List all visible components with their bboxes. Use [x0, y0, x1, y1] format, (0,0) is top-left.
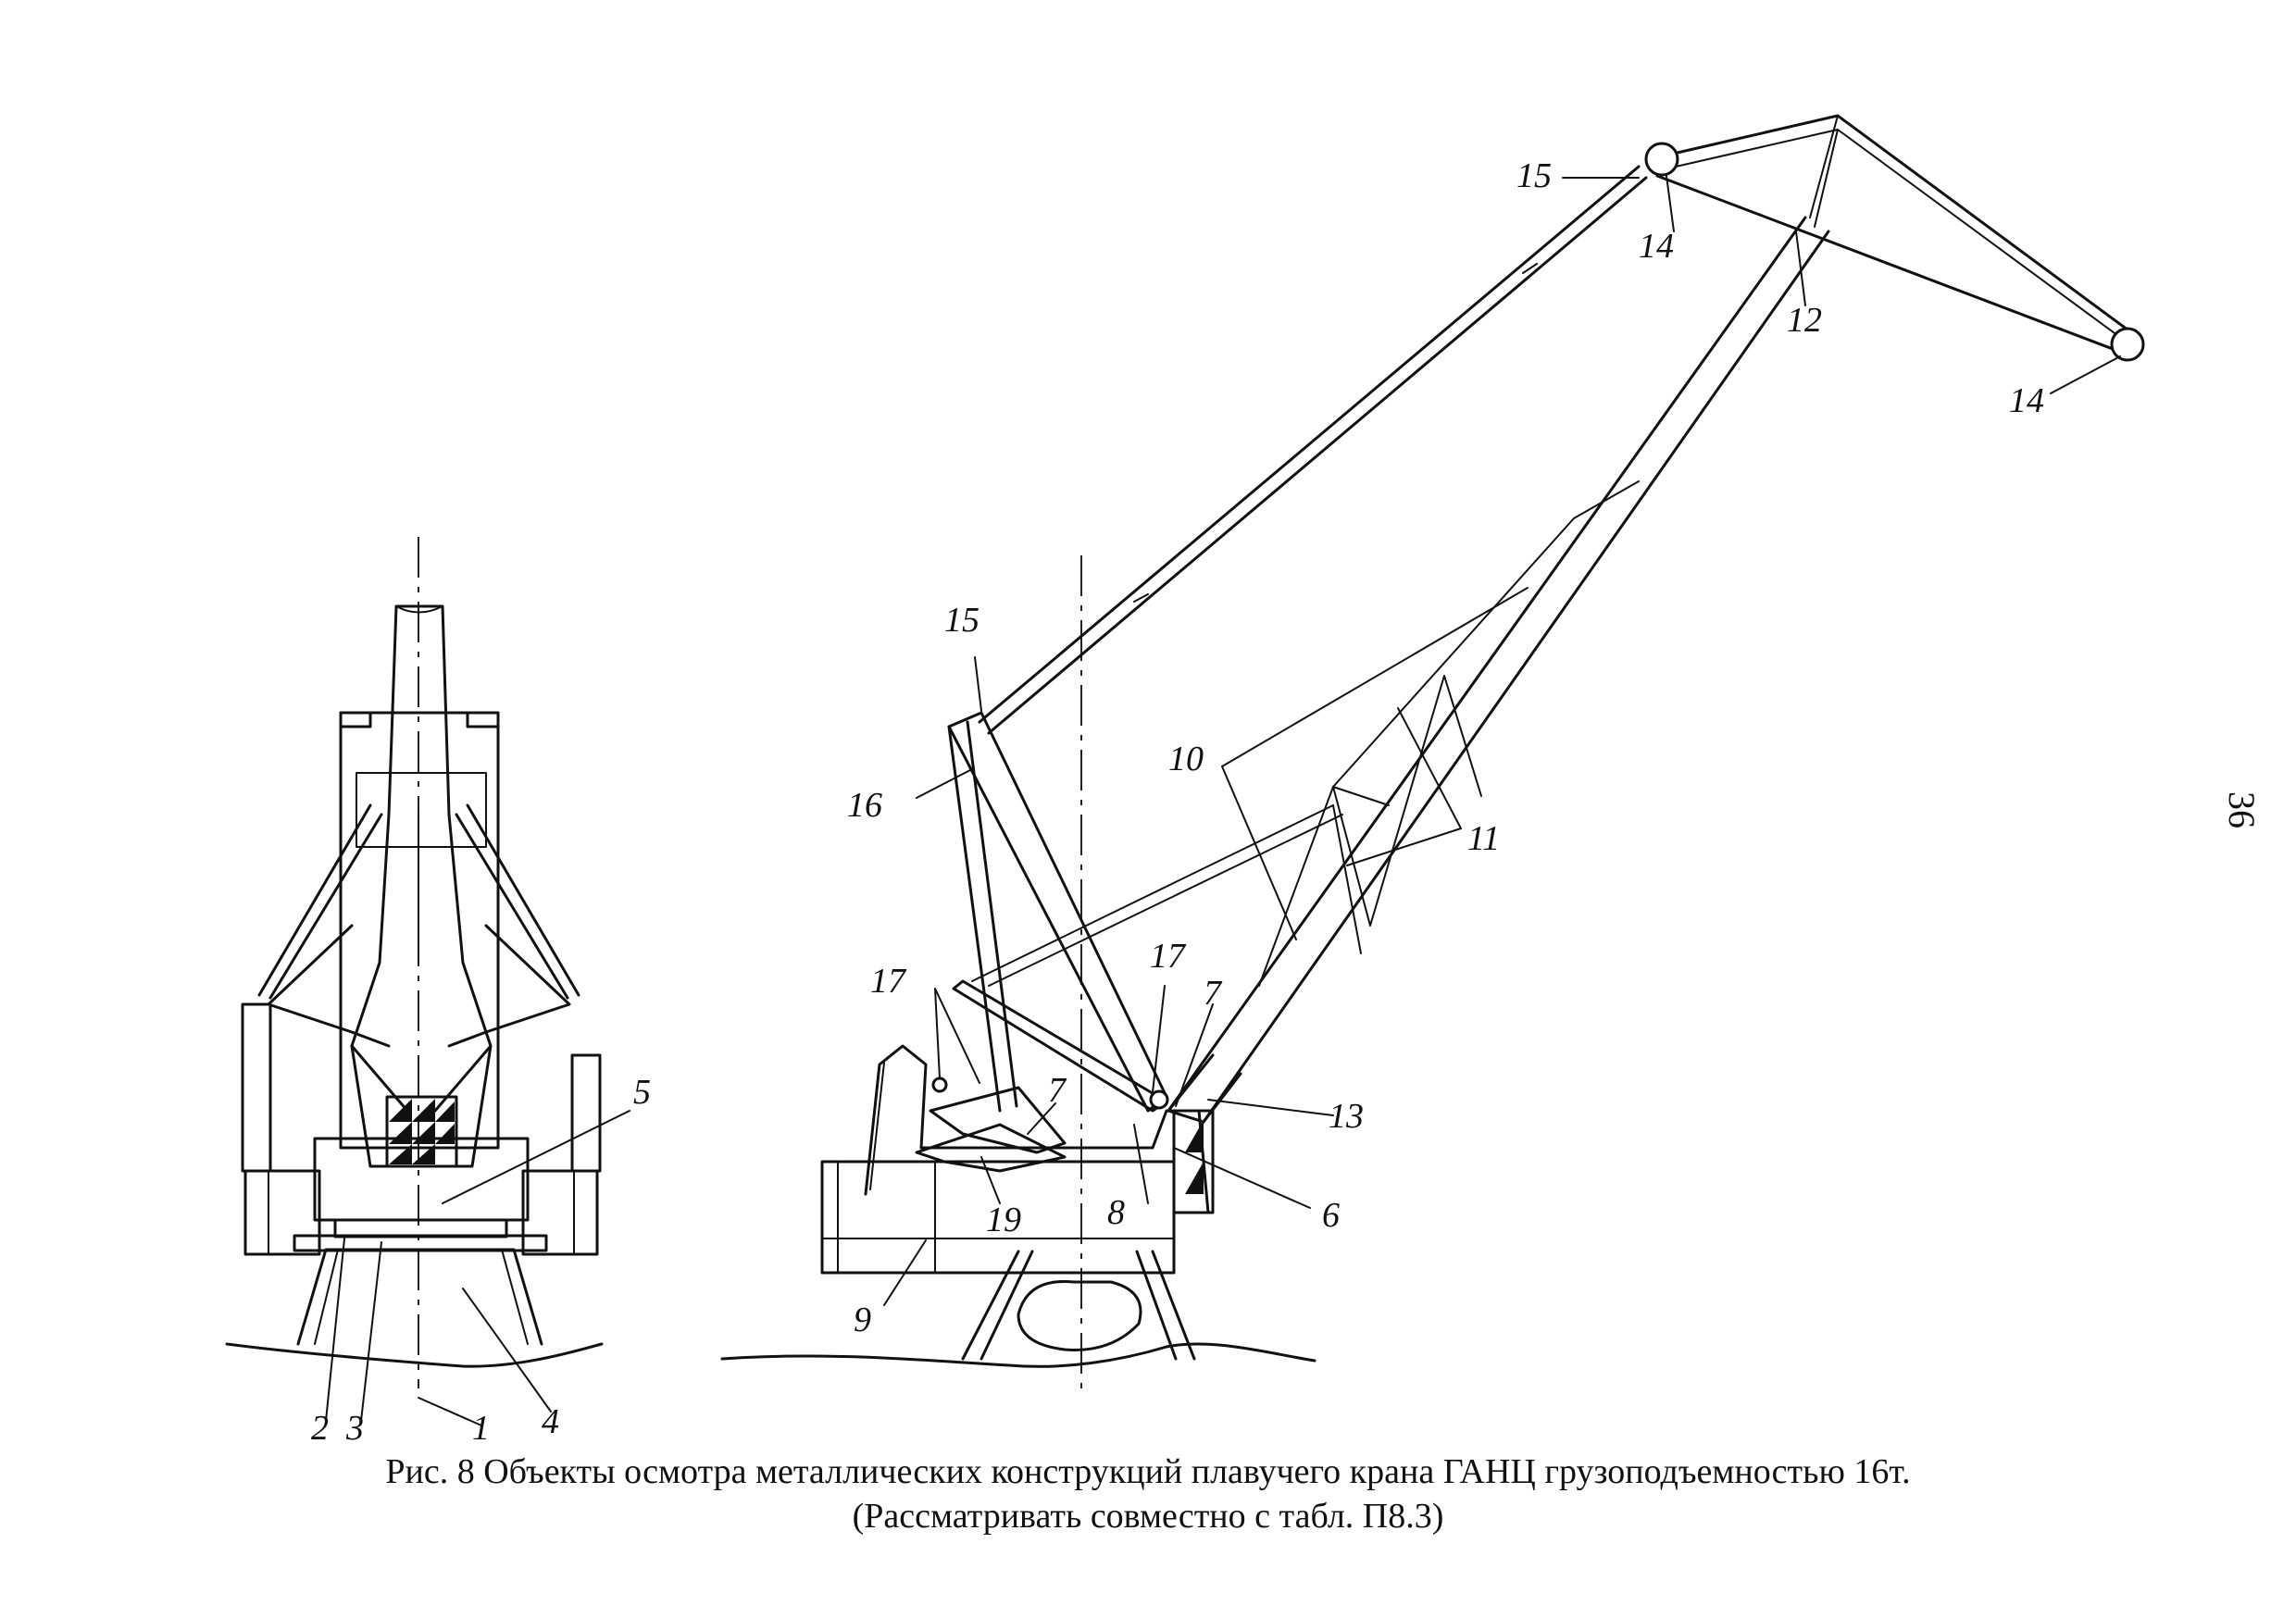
callout-16: 16: [847, 786, 882, 825]
front-right-housing: [521, 1169, 599, 1256]
callout-4: 4: [542, 1402, 559, 1441]
callout-15b: 15: [944, 601, 980, 640]
side-water-line: [720, 1342, 1316, 1368]
front-left-arm: [257, 803, 383, 1000]
callout-3: 3: [345, 1409, 364, 1448]
callout-13: 13: [1329, 1097, 1364, 1136]
front-view: [225, 537, 630, 1426]
side-pivot-17-left: [931, 1077, 948, 1093]
callout-15a: 15: [1516, 156, 1552, 195]
callout-11: 11: [1467, 819, 1500, 858]
side-sheave-14-top: [1644, 142, 1679, 177]
callout-9: 9: [854, 1301, 871, 1339]
side-boom-tie: [978, 165, 1648, 735]
callout-10: 10: [1168, 740, 1204, 778]
side-view: [720, 114, 2145, 1393]
callout-5: 5: [633, 1073, 651, 1112]
callout-14b: 14: [2009, 381, 2044, 420]
callout-14a: 14: [1639, 227, 1674, 266]
side-cab: [1172, 1109, 1215, 1214]
front-counterweight: [385, 1095, 458, 1168]
side-jib-head: [1655, 114, 2140, 354]
front-lower-frame: [313, 1137, 530, 1222]
callout-2: 2: [311, 1409, 329, 1448]
front-right-cabinet: [570, 1053, 602, 1173]
front-left-cabinet: [241, 1002, 272, 1173]
side-pontoon-support: [961, 1250, 1196, 1361]
callout-labels: 1 2 3 4 5 6 7 7 8 9 10 11 12 13 14 14 15…: [311, 156, 2044, 1448]
callout-8: 8: [1107, 1193, 1125, 1232]
front-left-housing: [243, 1169, 321, 1256]
figure-caption-note: (Рассматривать совместно с табл. П8.3): [852, 1497, 1444, 1536]
side-hull: [820, 1160, 1176, 1275]
figure-caption: Рис. 8 Объекты осмотра металлических кон…: [385, 1452, 1911, 1491]
side-main-boom: [1167, 216, 1830, 1124]
callout-6: 6: [1322, 1196, 1340, 1235]
side-boom-lattice: [1258, 480, 1640, 987]
front-base-plate: [333, 1218, 508, 1238]
front-shoulders: [339, 711, 500, 728]
callout-19: 19: [986, 1201, 1021, 1239]
front-water-line: [225, 1342, 604, 1368]
side-pivot-17-right: [1149, 1089, 1169, 1110]
front-upper-housing: [339, 711, 500, 1150]
callout-1: 1: [472, 1409, 490, 1448]
callout-12: 12: [1787, 301, 1822, 340]
side-counterweight-arm: [929, 1086, 1067, 1154]
side-pontoon-opening: [1017, 1279, 1142, 1351]
side-luffing-rope-upper: [971, 804, 1343, 987]
callout-7a: 7: [1048, 1071, 1067, 1110]
page-number: 36: [2221, 791, 2263, 828]
side-sheave-14-bottom: [2110, 327, 2145, 362]
front-boom-column: [350, 604, 493, 1168]
callout-17a: 17: [870, 962, 907, 1001]
front-right-arm: [455, 803, 580, 1000]
side-machinery-house: [864, 1044, 1210, 1214]
front-v-struts: [350, 1044, 493, 1113]
callout-7b: 7: [1204, 974, 1223, 1013]
callout-17b: 17: [1150, 937, 1187, 976]
